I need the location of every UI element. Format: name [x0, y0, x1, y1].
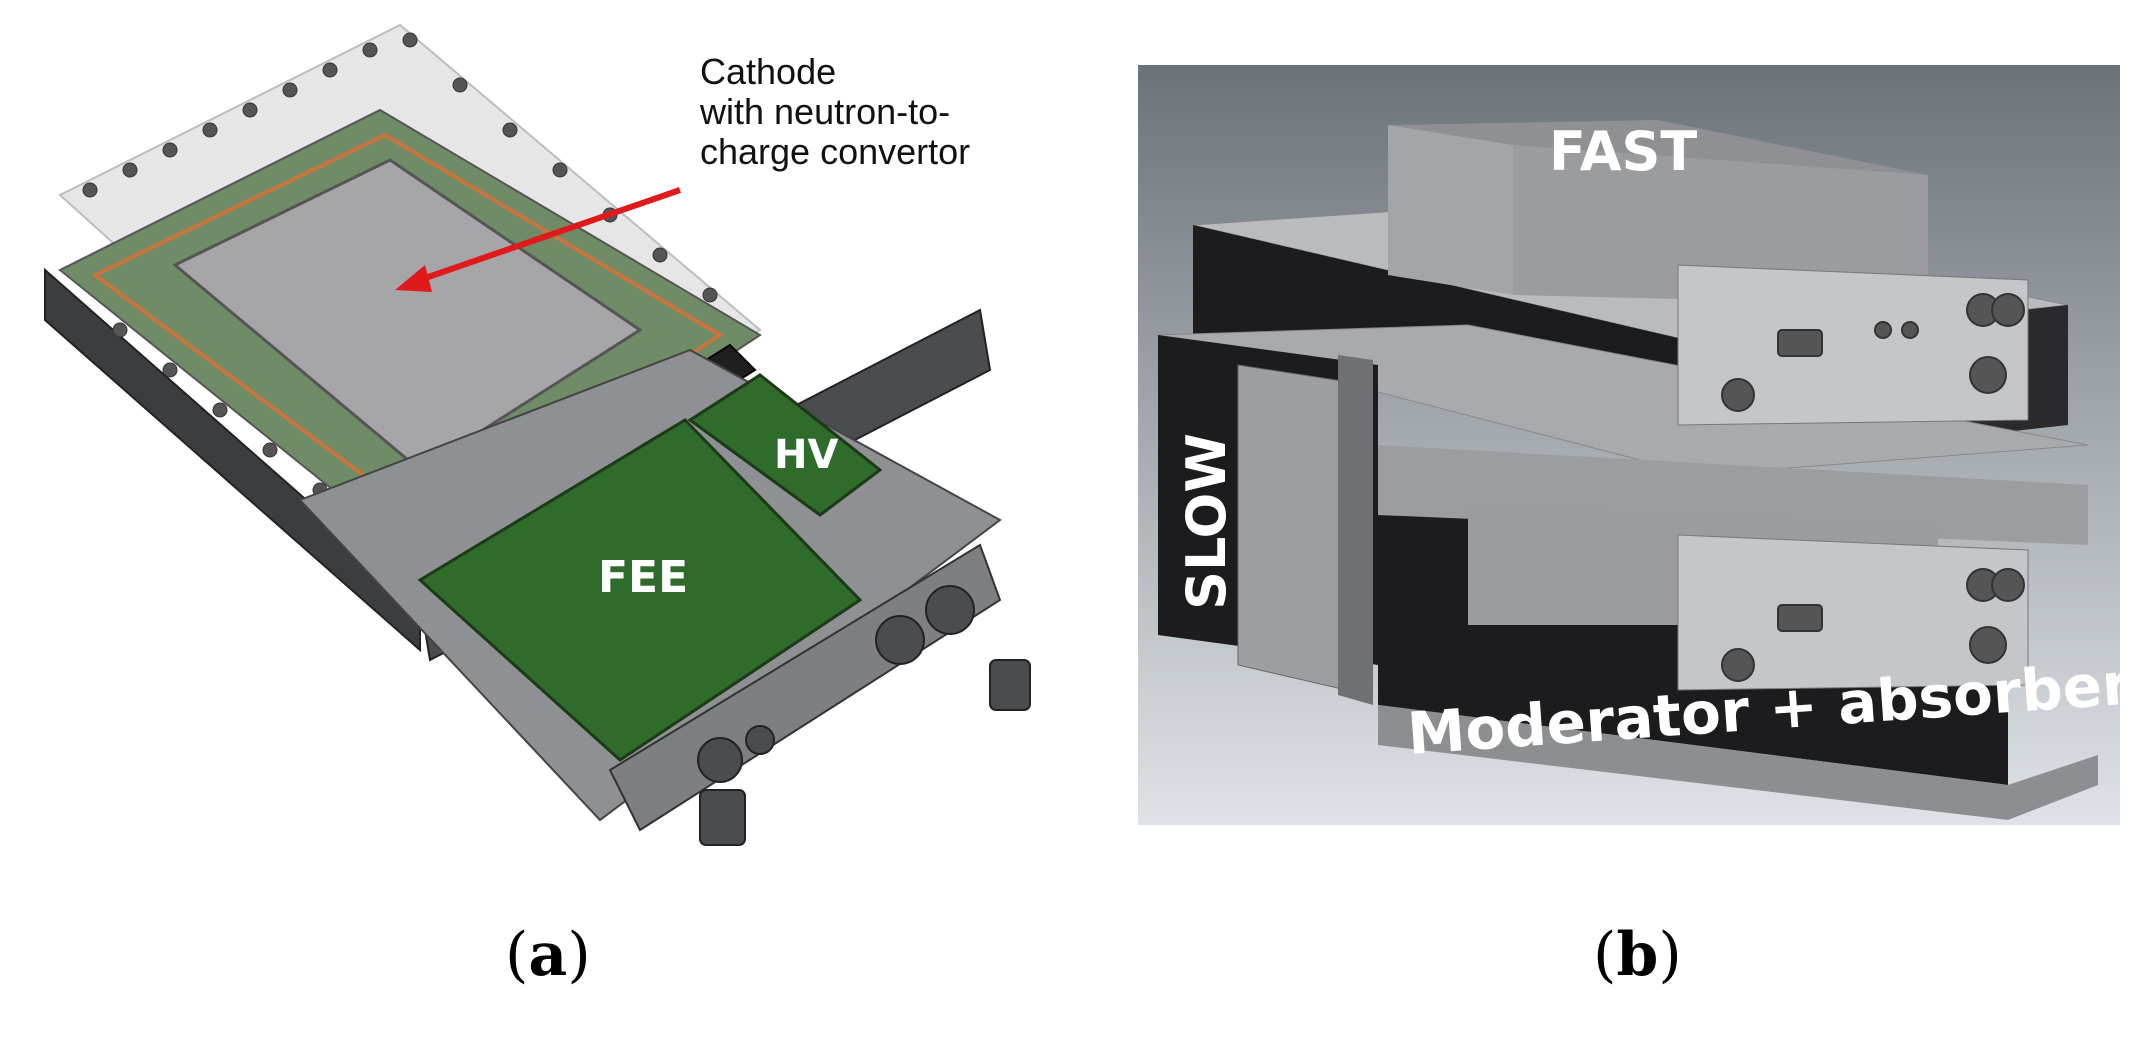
panel-b-letter: b: [1616, 920, 1659, 990]
fee-board: [417, 418, 863, 762]
callout-line: with neutron-to-: [700, 91, 951, 132]
frame-bolts: [82, 32, 718, 528]
callout-arrow: [404, 187, 681, 288]
slow-module-faceplate: [1677, 534, 2029, 691]
panel-a-letter: a: [528, 920, 568, 990]
panel-a-paren-close: ): [567, 920, 591, 990]
callout-line: Cathode: [700, 51, 837, 92]
panel-b-label: (b): [1593, 920, 1682, 990]
fast-label: FAST: [1549, 120, 1698, 183]
hv-board: [687, 373, 883, 517]
panel-a-label: (a): [505, 920, 591, 990]
panel-b-paren-open: (: [1593, 920, 1617, 990]
panel-b-paren-close: ): [1658, 920, 1682, 990]
fast-module-front: [1388, 125, 1513, 295]
cathode-callout: Cathode with neutron-to- charge converto…: [700, 52, 970, 172]
hv-label: HV: [774, 432, 839, 478]
fast-module-faceplate: [1677, 264, 2029, 426]
fee-label: FEE: [598, 552, 689, 603]
slow-connectors: [1721, 568, 2025, 682]
housing-side: [44, 267, 421, 653]
connectors: [697, 585, 1031, 846]
slow-side-strip: [1338, 355, 1373, 705]
fast-connectors: [1721, 293, 2025, 412]
orange-trace: [91, 132, 724, 528]
panel-b-stack-render: [1138, 65, 2120, 825]
callout-arrow-head: [395, 265, 432, 292]
slow-label: SLOW: [1174, 433, 1238, 610]
callout-line: charge convertor: [700, 131, 971, 172]
panel-a-detector-drawing: [44, 23, 1031, 846]
bottom-plate: [1378, 705, 2098, 820]
panel-a-paren-open: (: [505, 920, 529, 990]
cathode-window: [172, 158, 643, 472]
lower-moderator-top: [1157, 324, 2089, 476]
fast-module-body: [1513, 145, 1928, 305]
